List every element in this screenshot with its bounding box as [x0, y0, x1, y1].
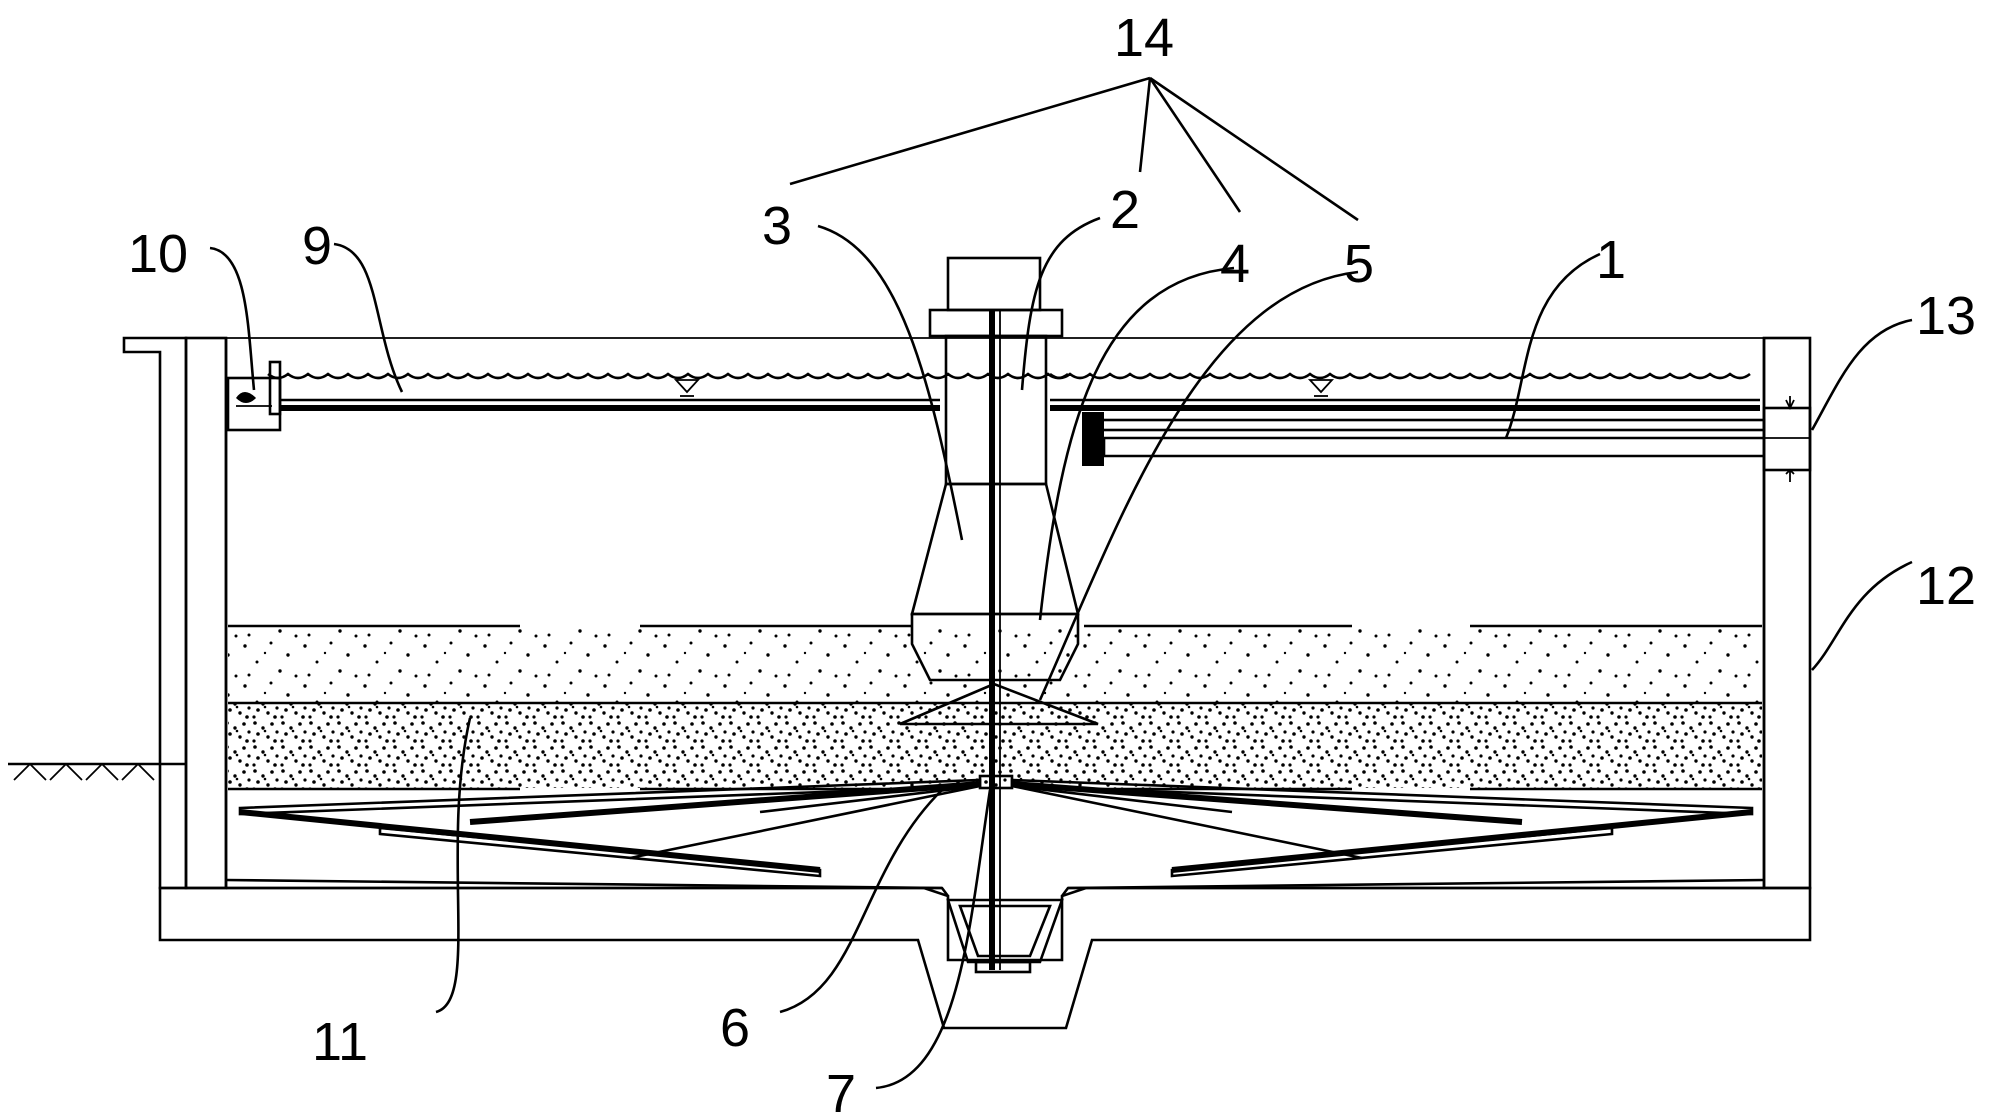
label-10: 10 [128, 224, 188, 284]
label-12: 12 [1916, 556, 1976, 616]
overflow-weir [226, 360, 282, 432]
part-labels: 14 3 2 4 5 1 13 12 10 9 11 6 7 [128, 8, 1976, 1120]
label-4: 4 [1220, 234, 1250, 294]
label-2: 2 [1110, 180, 1140, 240]
label-3: 3 [762, 196, 792, 256]
drive-motor [928, 256, 1064, 338]
label-13: 13 [1916, 286, 1976, 346]
label-11: 11 [312, 1012, 368, 1072]
label-14: 14 [1114, 8, 1174, 68]
water-surface [267, 372, 1751, 401]
label-6: 6 [720, 998, 750, 1058]
sump-bearing [946, 898, 1064, 974]
collection-trough [280, 398, 1760, 411]
center-well-upper [944, 334, 1048, 486]
diffuser-cone [899, 682, 1099, 726]
scraper-arms [238, 774, 1754, 878]
center-shaft [989, 310, 1001, 970]
leader-lines [209, 76, 1913, 1090]
bridge-walkway [1082, 412, 1766, 466]
label-5: 5 [1344, 234, 1374, 294]
inlet-pipe [1762, 396, 1812, 482]
ground-surface [8, 762, 185, 781]
label-9: 9 [302, 216, 332, 276]
label-7: 7 [826, 1064, 856, 1120]
tank-walls [122, 336, 1812, 1030]
label-1: 1 [1596, 230, 1626, 290]
